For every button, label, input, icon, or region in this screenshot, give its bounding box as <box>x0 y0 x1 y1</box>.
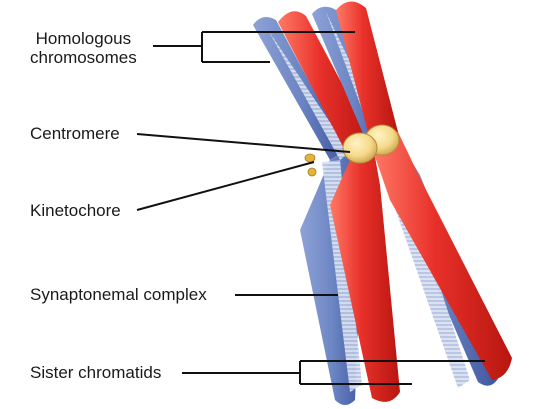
label-homologous-line2: chromosomes <box>30 48 137 67</box>
kinetochore-leader <box>136 161 315 211</box>
leader-lines <box>136 31 485 385</box>
synaptonemal-band-left <box>268 30 362 392</box>
label-sister-chromatids: Sister chromatids <box>30 363 162 382</box>
centromere <box>342 124 400 164</box>
red-chromatid-left <box>278 11 400 402</box>
label-kinetochore: Kinetochore <box>30 201 121 220</box>
label-synaptonemal-complex: Synaptonemal complex <box>30 285 207 304</box>
red-chromatid-right <box>336 1 512 380</box>
centromere-leader <box>136 133 351 153</box>
kinetochore <box>304 153 317 177</box>
label-centromere: Centromere <box>30 124 120 143</box>
label-homologous-chromosomes: Homologous chromosomes <box>30 29 137 67</box>
label-homologous-line1: Homologous <box>35 29 132 48</box>
